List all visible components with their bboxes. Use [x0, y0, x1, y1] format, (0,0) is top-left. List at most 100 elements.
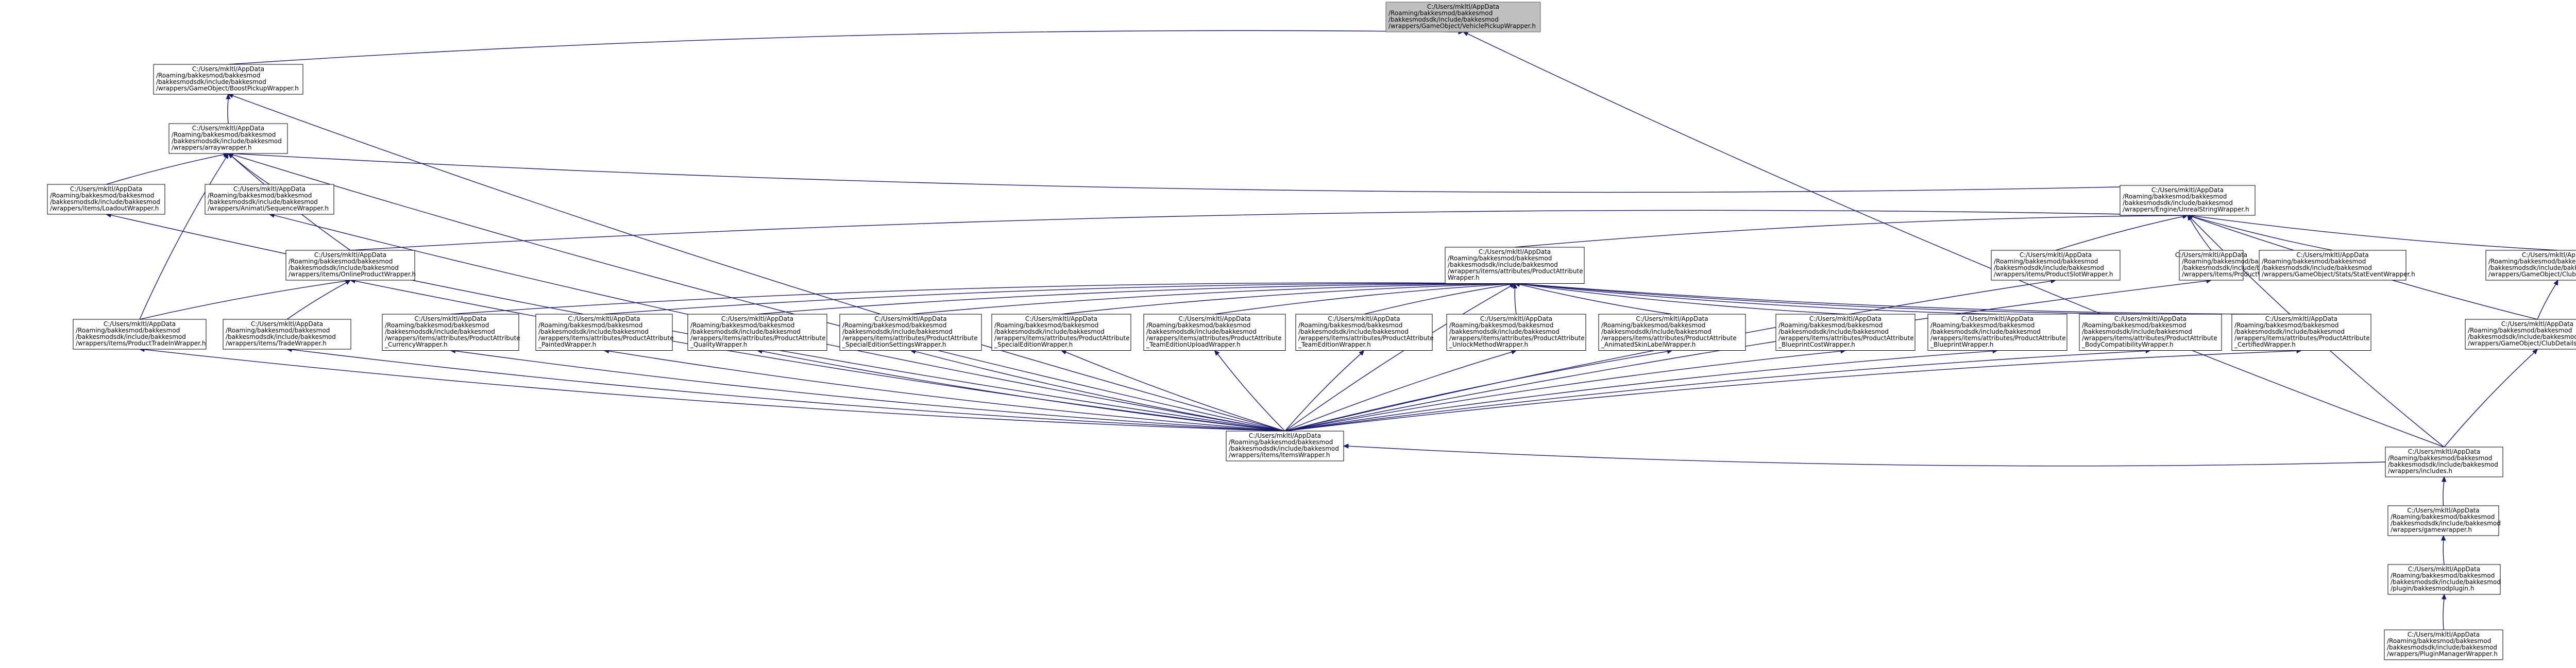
node-root[interactable]: C:/Users/mkltl/AppData/Roaming/bakkesmod… [1385, 2, 1541, 32]
node-online[interactable]: C:/Users/mkltl/AppData/Roaming/bakkesmod… [285, 250, 416, 281]
node-label-line: C:/Users/mkltl/AppData [1961, 315, 2033, 322]
node-loadout[interactable]: C:/Users/mkltl/AppData/Roaming/bakkesmod… [47, 184, 165, 215]
node-label-line: /bakkesmodsdk/include/bakkesmod [842, 328, 953, 335]
edge-gamewrapper-to-includes [2441, 476, 2447, 506]
node-attr_specialedition[interactable]: C:/Users/mkltl/AppData/Roaming/bakkesmod… [991, 314, 1131, 351]
edge-itemswrapper-to-attr_unlock [1284, 350, 1517, 432]
node-boost[interactable]: C:/Users/mkltl/AppData/Roaming/bakkesmod… [153, 64, 303, 95]
nodes-layer: C:/Users/mkltl/AppData/Roaming/bakkesmod… [47, 2, 2576, 660]
node-attr_teamupload[interactable]: C:/Users/mkltl/AppData/Roaming/bakkesmod… [1143, 314, 1286, 351]
edge-tradewrap-to-arraywrapper [139, 152, 229, 320]
node-label-line: /bakkesmodsdk/include/bakkesmod [2262, 264, 2372, 271]
node-gamewrapper[interactable]: C:/Users/mkltl/AppData/Roaming/bakkesmod… [2387, 505, 2501, 536]
node-label-line: _BlueprintCostWrapper.h [1778, 341, 1855, 348]
edge-engine-to-arraywrapper [227, 151, 2188, 193]
node-attr_quality[interactable]: C:/Users/mkltl/AppData/Roaming/bakkesmod… [687, 314, 827, 351]
node-attr_certified[interactable]: C:/Users/mkltl/AppData/Roaming/bakkesmod… [2231, 314, 2371, 351]
node-attr_body[interactable]: C:/Users/mkltl/AppData/Roaming/bakkesmod… [2079, 314, 2222, 351]
node-label-line: /bakkesmodsdk/include/bakkesmod [1229, 445, 1339, 452]
node-clubsettings[interactable]: C:/Users/mkltl/AppData/Roaming/bakkesmod… [2485, 250, 2576, 281]
node-tradewrap[interactable]: C:/Users/mkltl/AppData/Roaming/bakkesmod… [73, 319, 207, 350]
edge-prodattr-to-engine [1514, 213, 2189, 248]
node-engine[interactable]: C:/Users/mkltl/AppData/Roaming/bakkesmod… [2120, 185, 2256, 216]
node-box [687, 314, 827, 351]
edge-boost-to-root [228, 29, 1464, 65]
node-box [1226, 431, 1344, 461]
node-label-line: /Roaming/bakkesmod/bakkesmod [1146, 322, 1250, 329]
node-label-line: _CertifiedWrapper.h [2234, 341, 2296, 348]
node-label-line: _BodyCompatibilityWrapper.h [2081, 341, 2174, 348]
node-label-line: /wrappers/GameObject/ClubSettingsWrapper… [2488, 271, 2576, 278]
node-attr_blueprint[interactable]: C:/Users/mkltl/AppData/Roaming/bakkesmod… [1927, 314, 2067, 351]
node-label-line: /Roaming/bakkesmod/bakkesmod [50, 192, 154, 199]
node-attr_animated[interactable]: C:/Users/mkltl/AppData/Roaming/bakkesmod… [1598, 314, 1746, 351]
node-box [382, 314, 519, 351]
node-itemstrade[interactable]: C:/Users/mkltl/AppData/Roaming/bakkesmod… [223, 319, 351, 350]
node-label-line: /Roaming/bakkesmod/bakkesmod [1388, 10, 1493, 17]
node-label-line: C:/Users/mkltl/AppData [104, 320, 176, 328]
node-box [991, 314, 1131, 351]
node-label-line: _TeamEditionUploadWrapper.h [1146, 341, 1241, 348]
node-statevent[interactable]: C:/Users/mkltl/AppData/Roaming/bakkesmod… [2259, 250, 2415, 281]
node-clubdetails[interactable]: C:/Users/mkltl/AppData/Roaming/bakkesmod… [2465, 319, 2576, 350]
node-label-line: /bakkesmodsdk/include/bakkesmod [76, 333, 186, 340]
node-includes[interactable]: C:/Users/mkltl/AppData/Roaming/bakkesmod… [2385, 447, 2503, 477]
edge-itemswrapper-to-attr_certified [1284, 348, 2302, 432]
node-box [2231, 314, 2371, 351]
edge-attr_body-to-prodattr [1514, 281, 2151, 315]
node-label-line: /wrappers/items/attributes/ProductAttrib… [2234, 335, 2370, 342]
node-box [153, 64, 303, 95]
node-pluginmgr[interactable]: C:/Users/mkltl/AppData/Roaming/bakkesmod… [2384, 629, 2503, 660]
edge-attr_certified-to-prodattr [1514, 281, 2302, 315]
edge-pluginmgr-to-plugin [2442, 593, 2447, 630]
node-label-line: /wrappers/items/attributes/ProductAttrib… [994, 335, 1130, 342]
node-attr_painted[interactable]: C:/Users/mkltl/AppData/Roaming/bakkesmod… [535, 314, 674, 351]
edge-prodslot-to-engine [2055, 214, 2189, 251]
node-prodattr[interactable]: C:/Users/mkltl/AppData/Roaming/bakkesmod… [1445, 247, 1585, 284]
node-label-line: /Roaming/bakkesmod/bakkesmod [1778, 322, 1883, 329]
node-label-line: C:/Users/mkltl/AppData [2020, 251, 2092, 259]
node-attr_bpcost[interactable]: C:/Users/mkltl/AppData/Roaming/bakkesmod… [1775, 314, 1916, 351]
node-attr_unlock[interactable]: C:/Users/mkltl/AppData/Roaming/bakkesmod… [1446, 314, 1586, 351]
node-box [2384, 629, 2503, 660]
node-label-line: C:/Users/mkltl/AppData [314, 251, 386, 259]
node-plugin[interactable]: C:/Users/mkltl/AppData/Roaming/bakkesmod… [2387, 564, 2501, 595]
edge-itemswrapper-to-attr_quality [756, 349, 1285, 432]
node-label-line: /wrappers/arraywrapper.h [172, 144, 251, 151]
node-attr_teamedition[interactable]: C:/Users/mkltl/AppData/Roaming/bakkesmod… [1295, 314, 1434, 351]
node-attr_specialsettings[interactable]: C:/Users/mkltl/AppData/Roaming/bakkesmod… [839, 314, 982, 351]
node-label-line: /bakkesmodsdk/include/bakkesmod [1388, 16, 1499, 23]
node-label-line: /wrappers/items/attributes/ProductAttrib… [538, 335, 674, 342]
node-label-line: /Roaming/bakkesmod/bakkesmod [289, 258, 393, 265]
edge-itemswrapper-to-prodattr [1284, 283, 1516, 432]
node-box [1385, 2, 1541, 32]
node-prodslot[interactable]: C:/Users/mkltl/AppData/Roaming/bakkesmod… [1991, 250, 2121, 281]
node-box [2079, 314, 2222, 351]
edge-itemstrade-to-online [286, 280, 351, 320]
node-label-line: C:/Users/mkltl/AppData [2114, 315, 2187, 322]
node-box [2387, 564, 2501, 595]
node-itemswrapper[interactable]: C:/Users/mkltl/AppData/Roaming/bakkesmod… [1226, 431, 1344, 461]
node-label-line: C:/Users/mkltl/AppData [1479, 248, 1551, 255]
node-label-line: _AnimatedSkinLabelWrapper.h [1601, 341, 1696, 348]
node-label-line: /Roaming/bakkesmod/bakkesmod [156, 72, 260, 79]
node-label-line: C:/Users/mkltl/AppData [568, 315, 640, 322]
node-label-line: /bakkesmodsdk/include/bakkesmod [1298, 328, 1409, 335]
node-box [168, 123, 288, 154]
node-label-line: /bakkesmodsdk/include/bakkesmod [1146, 328, 1257, 335]
node-attr_currency[interactable]: C:/Users/mkltl/AppData/Roaming/bakkesmod… [382, 314, 520, 351]
node-animseq[interactable]: C:/Users/mkltl/AppData/Roaming/bakkesmod… [205, 184, 334, 215]
node-label-line: /wrappers/items/ProductSlotWrapper.h [1994, 271, 2113, 278]
node-label-line: C:/Users/mkltl/AppData [1178, 315, 1250, 322]
node-label-line: /bakkesmodsdk/include/bakkesmod [2488, 264, 2576, 271]
node-arraywrapper[interactable]: C:/Users/mkltl/AppData/Roaming/bakkesmod… [168, 123, 288, 154]
edge-clubsettings-to-engine [2187, 213, 2558, 251]
edge-itemswrapper-to-tradewrap [139, 347, 1285, 432]
node-label-line: _QualityWrapper.h [690, 341, 747, 348]
node-label-line: /wrappers/items/attributes/ProductAttrib… [690, 335, 826, 342]
node-label-line: _UnlockMethodWrapper.h [1449, 341, 1528, 348]
edge-plugin-to-gamewrapper [2441, 535, 2446, 565]
node-label-line: /Roaming/bakkesmod/bakkesmod [2388, 455, 2492, 462]
node-label-line: /Roaming/bakkesmod/bakkesmod [690, 322, 794, 329]
node-box [2387, 505, 2499, 536]
